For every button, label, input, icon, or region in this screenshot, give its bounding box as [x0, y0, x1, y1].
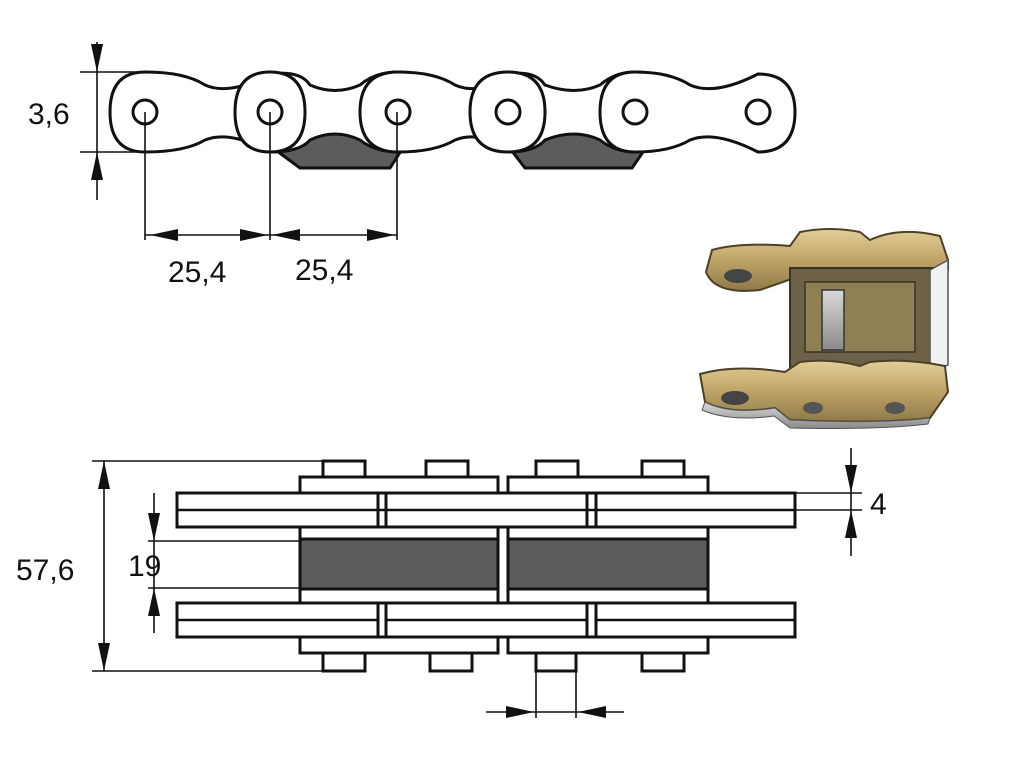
- overall-width-label: 57,6: [16, 554, 74, 587]
- plate-thickness-label: 4: [870, 488, 887, 521]
- photo-hole-1: [724, 269, 752, 283]
- photo-upper-outer-plate: [704, 228, 949, 292]
- photo-hole-4: [885, 402, 905, 414]
- pin-hole-4: [494, 98, 522, 126]
- pin-hole-3: [384, 98, 412, 126]
- inner-width-label: 19: [128, 550, 161, 583]
- overall-width-dimension: [92, 460, 323, 672]
- photo-hole-2: [721, 391, 749, 405]
- pitch-1-label: 25,4: [168, 256, 226, 289]
- plate-height-dimension: [80, 42, 140, 200]
- outer-plate-top-a: [298, 475, 500, 495]
- pitch-2-label: 25,4: [295, 254, 353, 287]
- pin-diameter-dimension: [486, 671, 624, 718]
- plate-thickness-dimension: [795, 448, 862, 556]
- chain-top-view: [175, 459, 797, 673]
- photo-side-shine: [929, 258, 949, 374]
- roller-1: [298, 525, 500, 541]
- roller-dark-2: [506, 537, 710, 591]
- pin-bottom-3: [534, 651, 578, 673]
- chain-side-view: [108, 70, 797, 170]
- pin-top-3: [534, 459, 580, 479]
- chain-plate-5: [598, 70, 797, 154]
- pin-bottom-2: [428, 651, 474, 673]
- roller-dark-1: [298, 537, 500, 591]
- outer-plate-bottom-a: [298, 635, 500, 655]
- outer-plate-top-b: [506, 475, 710, 495]
- photo-lower-plate-edge: [701, 401, 931, 429]
- photo-hole-3: [803, 402, 823, 414]
- pin-hole-5: [621, 98, 649, 126]
- plate-height-label: 3,6: [28, 98, 70, 131]
- pin-top-4: [640, 459, 686, 479]
- pin-bottom-1: [321, 651, 367, 673]
- pin-hole-6: [744, 98, 772, 126]
- roller-4: [506, 587, 710, 605]
- inner-width-dimension: [148, 493, 300, 633]
- pin-top-1: [321, 459, 367, 479]
- pin-bottom-4: [640, 651, 686, 673]
- pitch-dimension: [144, 112, 398, 241]
- chain-photo: [698, 228, 950, 429]
- outer-plate-bottom-b: [506, 635, 710, 655]
- pin-top-2: [424, 459, 470, 479]
- roller-3: [298, 587, 500, 605]
- photo-bushing: [821, 289, 845, 351]
- roller-2: [506, 525, 710, 541]
